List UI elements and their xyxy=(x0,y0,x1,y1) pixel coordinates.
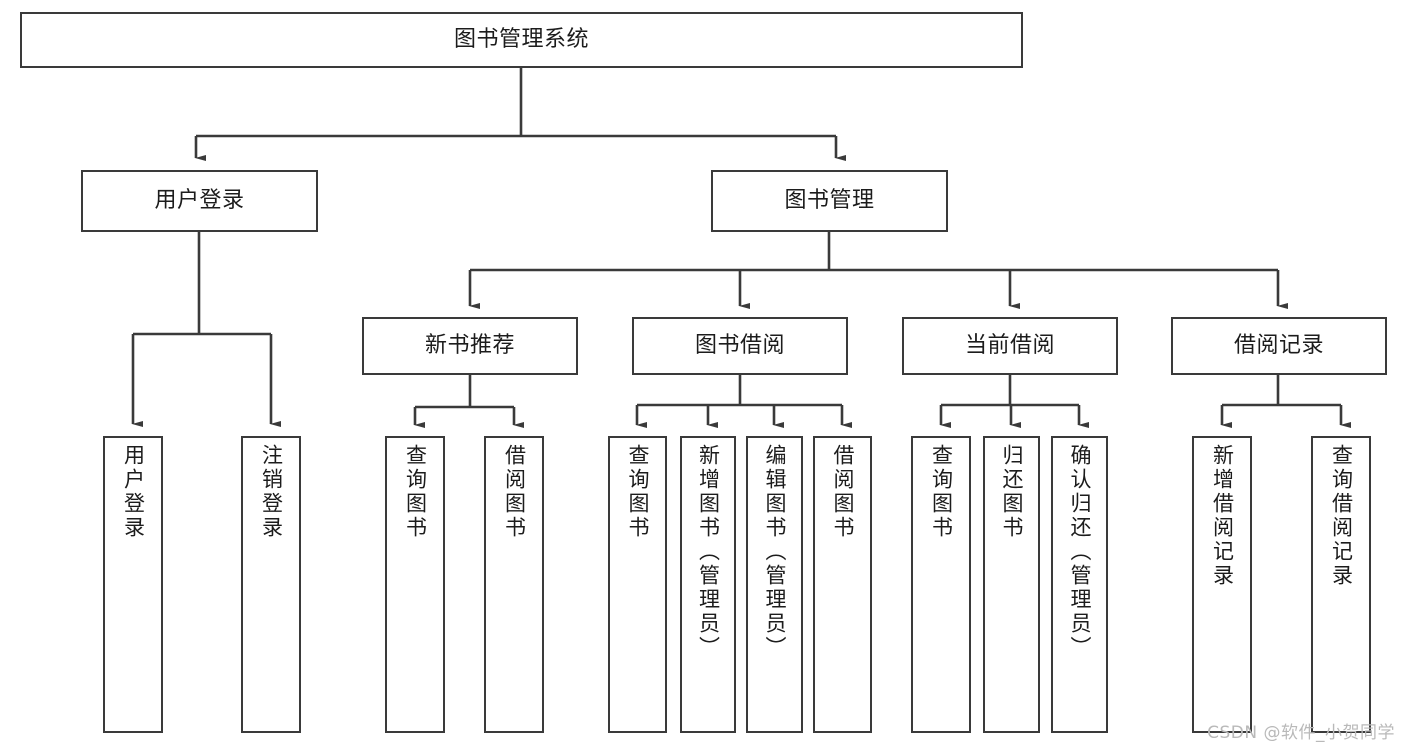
node-borrow-record[interactable]: 借阅记录 xyxy=(1171,317,1387,375)
node-label: 新增图书（管理员） xyxy=(696,444,721,660)
node-label: 归还图书 xyxy=(1000,444,1024,540)
leaf-borrow-book-recommend[interactable]: 借阅图书 xyxy=(484,436,544,733)
leaf-add-borrow-record[interactable]: 新增借阅记录 xyxy=(1192,436,1252,733)
leaf-confirm-return[interactable]: 确认归还（管理员） xyxy=(1051,436,1108,733)
leaf-query-book-recommend[interactable]: 查询图书 xyxy=(385,436,445,733)
node-label: 图书管理系统 xyxy=(453,27,589,53)
node-label: 用户登录 xyxy=(154,188,245,214)
leaf-query-book-current[interactable]: 查询图书 xyxy=(911,436,971,733)
node-label: 图书管理 xyxy=(784,188,875,214)
leaf-add-book[interactable]: 新增图书（管理员） xyxy=(680,436,736,733)
node-label: 借阅记录 xyxy=(1233,333,1324,359)
node-label: 编辑图书（管理员） xyxy=(763,444,787,660)
node-current-borrow[interactable]: 当前借阅 xyxy=(902,317,1118,375)
node-label: 查询借阅记录 xyxy=(1329,444,1354,588)
node-label: 用户登录 xyxy=(121,444,146,540)
node-label: 查询图书 xyxy=(929,444,954,540)
node-label: 借阅图书 xyxy=(831,444,855,540)
node-new-book-recommend[interactable]: 新书推荐 xyxy=(362,317,578,375)
watermark: CSDN @软件_小贺同学 xyxy=(1207,723,1395,743)
leaf-user-login[interactable]: 用户登录 xyxy=(103,436,163,733)
leaf-logout[interactable]: 注销登录 xyxy=(241,436,301,733)
node-label: 查询图书 xyxy=(626,444,650,540)
leaf-query-book-borrow[interactable]: 查询图书 xyxy=(608,436,667,733)
node-user-login[interactable]: 用户登录 xyxy=(81,170,318,232)
leaf-query-borrow-record[interactable]: 查询借阅记录 xyxy=(1311,436,1371,733)
leaf-edit-book[interactable]: 编辑图书（管理员） xyxy=(746,436,803,733)
node-label: 图书借阅 xyxy=(694,333,785,359)
node-label: 查询图书 xyxy=(403,444,428,540)
node-label: 注销登录 xyxy=(259,444,284,540)
leaf-borrow-book[interactable]: 借阅图书 xyxy=(813,436,872,733)
node-label: 新增借阅记录 xyxy=(1210,444,1235,588)
node-root-system[interactable]: 图书管理系统 xyxy=(20,12,1023,68)
node-label: 确认归还（管理员） xyxy=(1068,444,1092,660)
node-book-borrow[interactable]: 图书借阅 xyxy=(632,317,848,375)
leaf-return-book[interactable]: 归还图书 xyxy=(983,436,1040,733)
node-label: 当前借阅 xyxy=(964,333,1055,359)
node-label: 借阅图书 xyxy=(502,444,527,540)
node-label: 新书推荐 xyxy=(424,333,515,359)
node-book-manage[interactable]: 图书管理 xyxy=(711,170,948,232)
